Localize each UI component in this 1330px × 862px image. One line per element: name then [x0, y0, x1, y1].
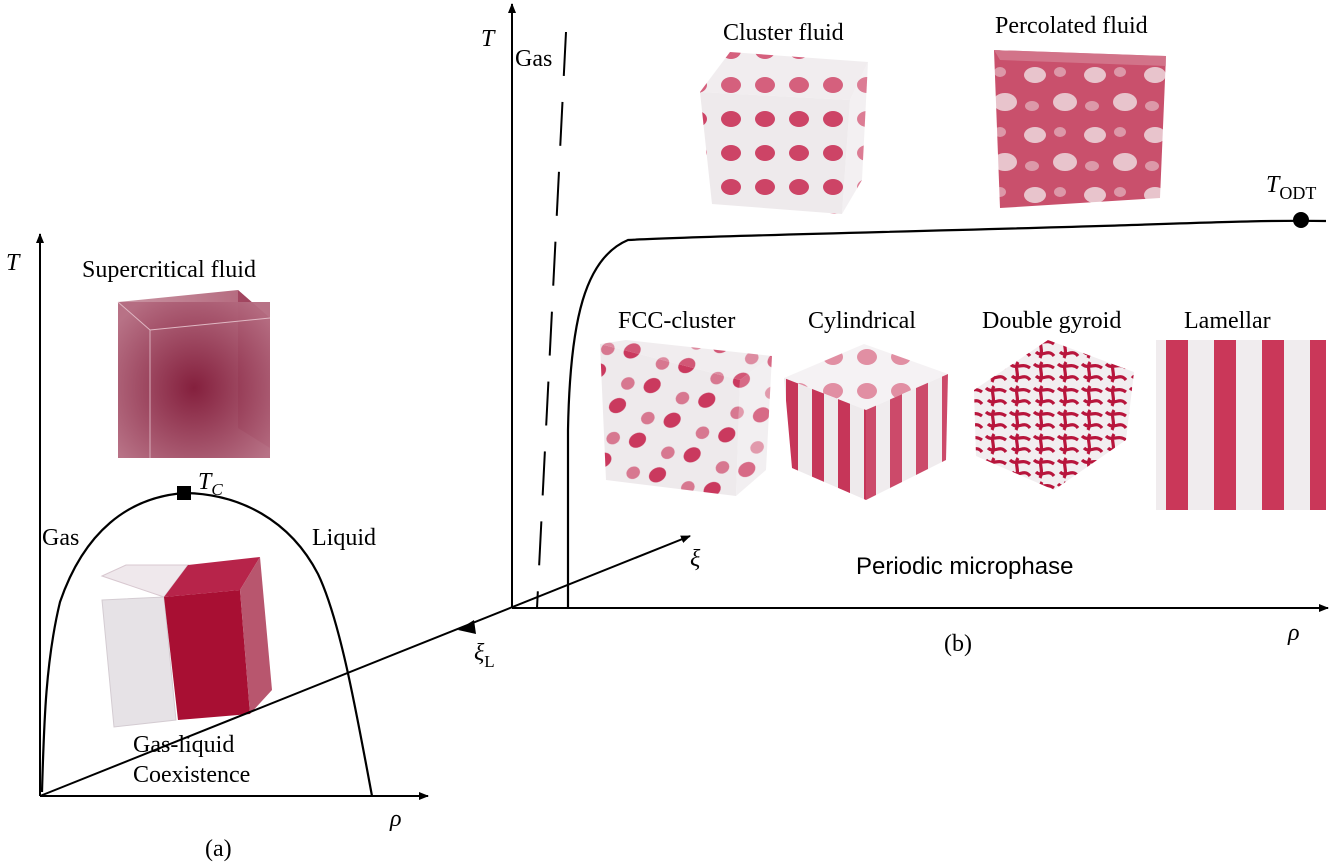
fcc-cluster-label: FCC-cluster: [618, 308, 735, 334]
panel-b-t-axis-label: T: [481, 26, 496, 52]
cluster-fluid-label: Cluster fluid: [723, 20, 844, 46]
panel-a-liquid-label: Liquid: [312, 525, 376, 551]
panel-b-rho-axis-label: ρ: [1287, 620, 1300, 646]
panel-a-t-axis-label: T: [6, 250, 21, 276]
odt-label: TODT: [1266, 172, 1316, 203]
xi-axis-group: ξL ξ: [39, 535, 701, 797]
percolated-fluid-label: Percolated fluid: [995, 13, 1148, 39]
xi-axis: [39, 535, 691, 797]
lamellar-label: Lamellar: [1184, 308, 1271, 334]
cluster-fluid-cube: [700, 52, 868, 214]
panel-b: T ρ (b) Gas TODT Cluster fluid Percolate…: [481, 3, 1329, 657]
panel-a: T ρ (a) TC Gas Liquid Supercritical flui…: [6, 233, 429, 862]
odt-point-marker: [1293, 212, 1309, 228]
coexistence-label-line1: Gas-liquid: [133, 732, 234, 758]
panel-a-caption: (a): [205, 836, 232, 862]
gas-liquid-coexistence-box: [100, 557, 272, 728]
xi-l-label: ξL: [474, 640, 495, 671]
odt-curve: [566, 219, 1327, 608]
panel-a-rho-axis-label: ρ: [389, 806, 402, 832]
panel-b-gas-label: Gas: [515, 46, 552, 72]
critical-point-label: TC: [198, 469, 223, 499]
coexistence-label-line2: Coexistence: [133, 762, 250, 788]
cylindrical-label: Cylindrical: [808, 308, 916, 334]
double-gyroid-cube: [974, 340, 1134, 490]
critical-point-marker: [177, 486, 191, 500]
supercritical-label: Supercritical fluid: [82, 257, 256, 283]
panel-b-caption: (b): [944, 631, 972, 657]
panel-a-gas-label: Gas: [42, 525, 79, 551]
supercritical-fluid-cube: [117, 290, 271, 458]
xi-l-marker: [458, 620, 476, 634]
cylindrical-cube: [784, 344, 948, 500]
gas-boundary-dashed: [536, 31, 567, 609]
percolated-fluid-cube: [994, 50, 1166, 208]
double-gyroid-label: Double gyroid: [982, 308, 1121, 334]
xi-axis-label: ξ: [690, 546, 701, 572]
periodic-microphase-label: Periodic microphase: [856, 553, 1073, 580]
fcc-cluster-cube: [600, 340, 772, 496]
lamellar-cube: [1156, 340, 1326, 510]
